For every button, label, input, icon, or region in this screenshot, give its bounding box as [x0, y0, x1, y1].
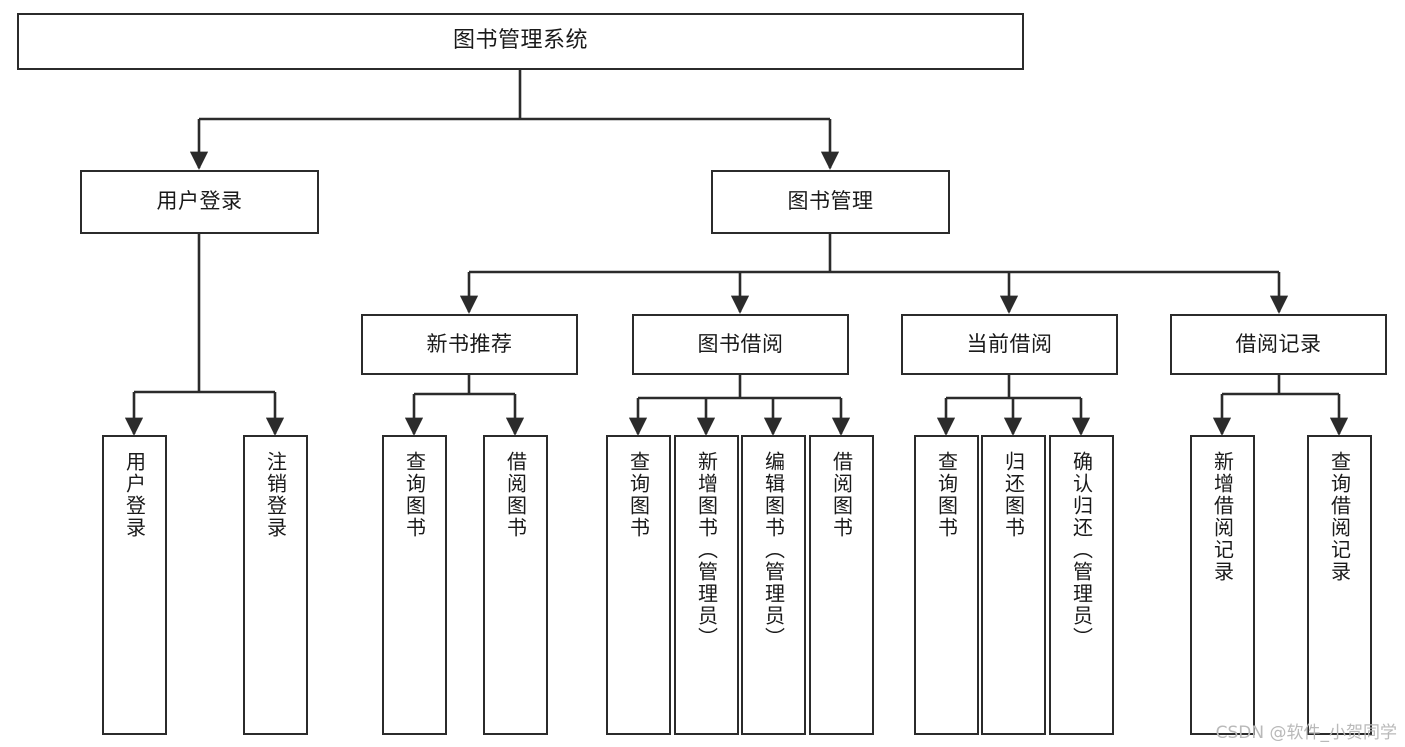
node-user-login[interactable]: 用户登录: [80, 170, 319, 234]
leaf-book-borrow-edit-admin[interactable]: 编辑图书（管理员）: [741, 435, 806, 735]
node-label: 图书管理: [787, 189, 874, 214]
node-label: 图书管理系统: [452, 28, 588, 54]
leaf-borrow-record-query[interactable]: 查询借阅记录: [1307, 435, 1372, 735]
leaf-new-book-query[interactable]: 查询图书: [382, 435, 447, 735]
node-label: 当前借阅: [966, 331, 1053, 356]
node-label: 借阅记录: [1235, 331, 1322, 356]
node-label: 查询图书: [626, 451, 651, 539]
leaf-user-login-logout[interactable]: 注销登录: [243, 435, 308, 735]
leaf-user-login-login[interactable]: 用户登录: [102, 435, 167, 735]
node-label: 新书推荐: [426, 331, 513, 356]
node-label: 查询图书: [934, 451, 959, 539]
node-label: 借阅图书: [829, 451, 854, 539]
node-book-management[interactable]: 图书管理: [711, 170, 950, 234]
node-current-borrow[interactable]: 当前借阅: [901, 314, 1118, 375]
leaf-new-book-borrow[interactable]: 借阅图书: [483, 435, 548, 735]
node-label: 图书借阅: [697, 331, 784, 356]
node-label: 新增借阅记录: [1210, 451, 1235, 583]
node-borrow-record[interactable]: 借阅记录: [1170, 314, 1387, 375]
leaf-current-borrow-confirm-admin[interactable]: 确认归还（管理员）: [1049, 435, 1114, 735]
node-label: 用户登录: [122, 451, 147, 539]
node-label: 归还图书: [1001, 451, 1026, 539]
node-label: 用户登录: [156, 189, 243, 214]
leaf-book-borrow-borrow[interactable]: 借阅图书: [809, 435, 874, 735]
node-new-book-recommend[interactable]: 新书推荐: [361, 314, 578, 375]
node-book-borrow[interactable]: 图书借阅: [632, 314, 849, 375]
node-label: 新增图书（管理员）: [694, 451, 719, 649]
leaf-borrow-record-add[interactable]: 新增借阅记录: [1190, 435, 1255, 735]
node-label: 查询图书: [402, 451, 427, 539]
node-label: 编辑图书（管理员）: [761, 451, 786, 649]
leaf-book-borrow-add-admin[interactable]: 新增图书（管理员）: [674, 435, 739, 735]
leaf-current-borrow-query[interactable]: 查询图书: [914, 435, 979, 735]
csdn-watermark: CSDN @软件_小贺同学: [1215, 723, 1397, 743]
node-label: 查询借阅记录: [1327, 451, 1352, 583]
leaf-book-borrow-query[interactable]: 查询图书: [606, 435, 671, 735]
leaf-current-borrow-return[interactable]: 归还图书: [981, 435, 1046, 735]
node-label: 注销登录: [263, 451, 288, 539]
node-label: 借阅图书: [503, 451, 528, 539]
node-label: 确认归还（管理员）: [1069, 451, 1094, 649]
node-root-book-management-system[interactable]: 图书管理系统: [17, 13, 1024, 70]
